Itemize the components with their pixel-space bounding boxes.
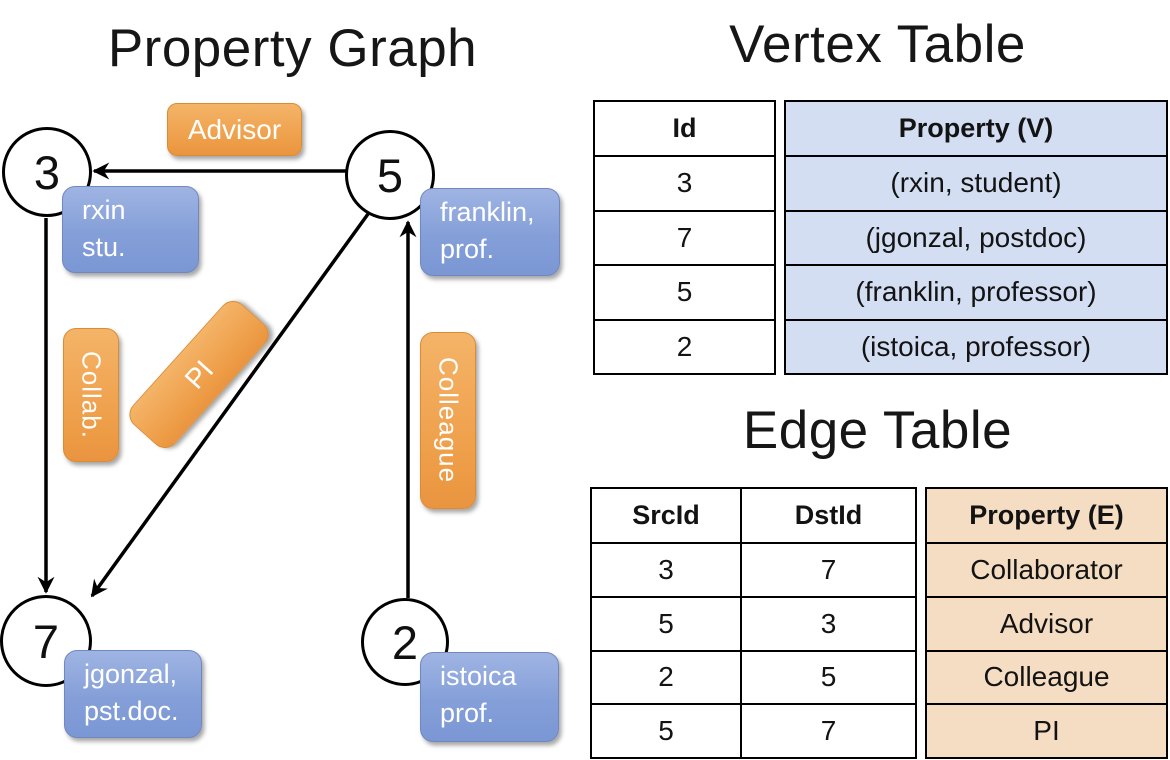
edge-label-box-colleague: Colleague [420,332,476,509]
graph-node-5-id: 5 [376,148,404,202]
edge-table-cell-dstid: 3 [742,595,915,650]
vertex-table-property-column: Property (V) (rxin, student) (jgonzal, p… [784,100,1168,375]
vertex-label-box-istoica: istoica prof. [420,652,559,742]
vertex-table-cell-property: (rxin, student) [786,155,1166,210]
edge-table-cell-dstid: 5 [742,649,915,704]
vertex-table-cell-property: (istoica, professor) [786,318,1166,373]
edge-table-cell-srcid: 5 [592,703,742,757]
edge-table-cell-srcid: 2 [592,649,742,704]
vertex-label-line: stu. [82,232,126,262]
graph-panel-title: Property Graph [107,19,478,78]
vertex-label-box-rxin: rxin stu. [62,186,199,273]
vertex-label-line: franklin, [440,197,535,227]
vertex-table-cell-id: 5 [595,264,774,319]
vertex-label-line: rxin [82,195,126,225]
vertex-table-cell-id: 7 [595,209,774,265]
vertex-label-line: pst.doc. [84,696,179,726]
vertex-table-id-column: Id 3 7 5 2 [593,100,776,375]
vertex-label-line: prof. [440,698,495,728]
edge-table-header-dstid: DstId [794,500,863,530]
edge-table-id-columns: SrcId DstId 3 7 5 3 2 5 5 7 [590,487,917,759]
vertex-table-header-id: Id [672,113,697,143]
vertex-label-line: prof. [440,234,495,264]
edge-arrow-pi-5-to-7 [90,212,370,598]
edge-table-title: Edge Table [742,401,1013,460]
edge-table-cell-dstid: 7 [742,703,915,757]
vertex-table-header-property: Property (V) [786,102,1166,155]
edge-label-box-advisor: Advisor [167,103,302,156]
graph-edges-canvas [37,162,417,598]
edge-table-cell-srcid: 3 [592,542,742,596]
edge-table-property-column: Property (E) Collaborator Advisor Collea… [925,487,1168,759]
vertex-table-cell-id: 2 [595,318,774,374]
vertex-table-cell-property: (franklin, professor) [786,264,1166,319]
edge-table-header-srcid: SrcId [592,489,742,542]
edge-table-cell-property: Colleague [927,649,1166,704]
edge-table-cell-property: Collaborator [927,542,1166,596]
edge-table-cell-property: PI [927,703,1166,757]
vertex-table-cell-property: (jgonzal, postdoc) [786,209,1166,264]
edge-table-cell-property: Advisor [927,595,1166,650]
edge-label-box-collab: Collab. [63,328,119,462]
edge-table-cell-srcid: 5 [592,595,742,650]
graph-node-3-id: 3 [33,145,61,199]
vertex-table-cell-id: 3 [595,155,774,210]
graph-node-2: 2 [361,598,449,686]
edge-table-header-property: Property (E) [927,489,1166,542]
edge-table: SrcId DstId 3 7 5 3 2 5 5 7 Property (E)… [590,487,1168,759]
vertex-label-line: jgonzal, [84,659,178,689]
graph-node-2-id: 2 [391,615,419,669]
graph-node-5: 5 [345,130,435,220]
vertex-label-line: istoica [440,661,517,691]
graph-node-7-id: 7 [32,614,60,668]
vertex-table-title: Vertex Table [729,15,1026,74]
vertex-table: Id 3 7 5 2 Property (V) (rxin, student) … [593,100,1168,375]
vertex-label-box-jgonzal: jgonzal, pst.doc. [64,650,202,738]
vertex-label-box-franklin: franklin, prof. [420,188,560,276]
edge-table-cell-dstid: 7 [742,542,915,596]
